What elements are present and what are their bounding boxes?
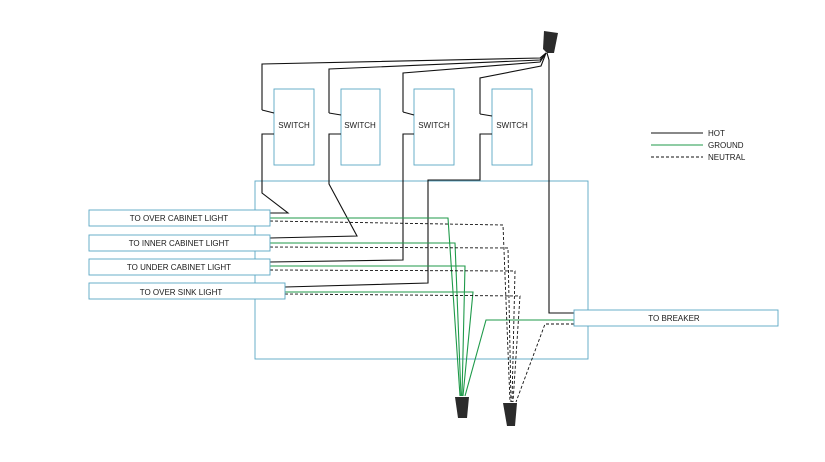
switch-4: SWITCH <box>491 88 533 166</box>
ground-wires <box>270 217 574 397</box>
switch-1: SWITCH <box>273 88 315 166</box>
ground-wire-nut <box>455 397 469 418</box>
switch-4-label: SWITCH <box>496 121 528 130</box>
legend-neutral-label: NEUTRAL <box>708 153 746 162</box>
hot-load-wires <box>261 133 492 288</box>
load-over-cabinet-label: TO OVER CABINET LIGHT <box>130 214 229 223</box>
switch-3: SWITCH <box>413 88 455 166</box>
load-over-sink: TO OVER SINK LIGHT <box>88 282 286 300</box>
legend: HOT GROUND NEUTRAL <box>651 129 746 162</box>
switch-1-label: SWITCH <box>278 121 310 130</box>
load-under-cabinet-label: TO UNDER CABINET LIGHT <box>127 263 231 272</box>
load-inner-cabinet-label: TO INNER CABINET LIGHT <box>129 239 230 248</box>
legend-ground-label: GROUND <box>708 141 744 150</box>
neutral-wire-nut <box>503 403 517 426</box>
hot-feed-wires <box>261 52 574 314</box>
breaker-box: TO BREAKER <box>573 309 779 327</box>
legend-hot-label: HOT <box>708 129 725 138</box>
load-over-cabinet: TO OVER CABINET LIGHT <box>88 209 271 227</box>
load-inner-cabinet: TO INNER CABINET LIGHT <box>88 234 271 252</box>
neutral-wires <box>269 220 574 403</box>
top-wire-nut <box>543 31 558 53</box>
switch-2-label: SWITCH <box>344 121 376 130</box>
breaker-label: TO BREAKER <box>648 314 700 323</box>
switch-2: SWITCH <box>340 88 381 166</box>
junction-box <box>254 180 589 360</box>
switch-3-label: SWITCH <box>418 121 450 130</box>
load-over-sink-label: TO OVER SINK LIGHT <box>140 288 223 297</box>
load-under-cabinet: TO UNDER CABINET LIGHT <box>88 258 271 276</box>
